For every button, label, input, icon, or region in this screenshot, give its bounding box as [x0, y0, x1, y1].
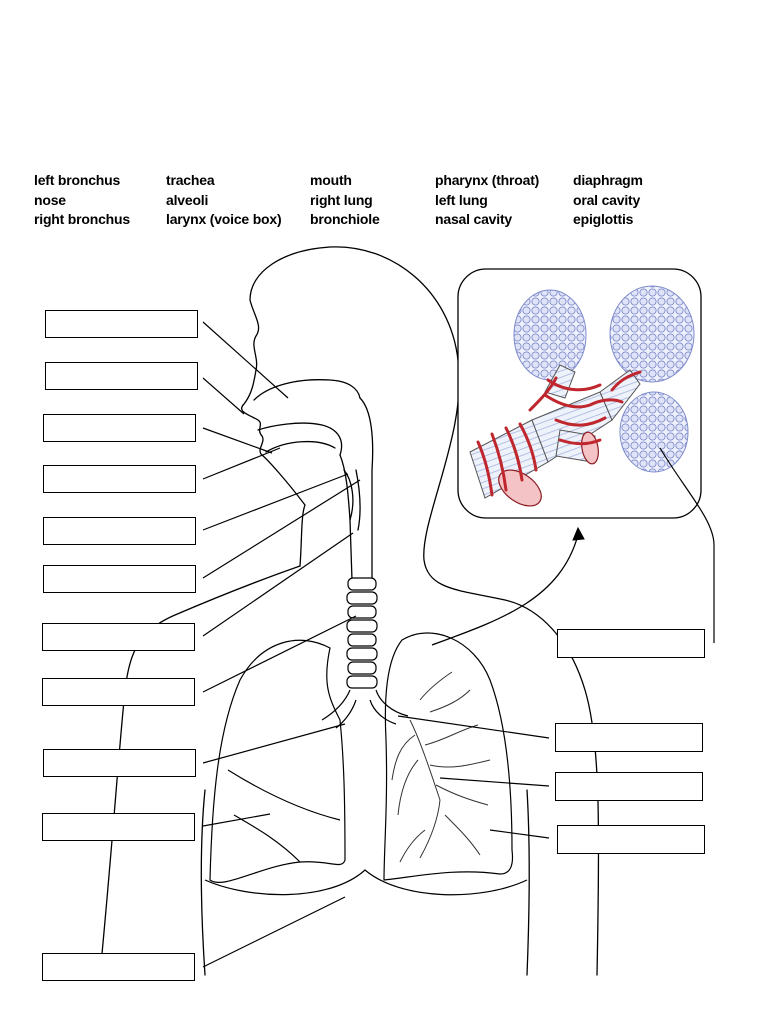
word-bank-column-2: trachea alveoli larynx (voice box)	[166, 171, 282, 230]
word-bank-term: left bronchus	[34, 172, 121, 188]
word-bank-term: nose	[34, 191, 66, 208]
word-bank-term: mouth	[310, 172, 352, 188]
pharynx-back-wall	[359, 397, 374, 581]
blood-vessels	[476, 370, 642, 497]
answer-box-14[interactable]	[555, 772, 703, 801]
word-bank-column-3: mouth right lung bronchiole	[310, 171, 380, 230]
leader-lines	[202, 321, 715, 968]
left-lung-outline	[383, 632, 514, 881]
word-bank-term: epiglottis	[573, 211, 634, 227]
oral-cavity-outline	[257, 422, 343, 456]
word-bank-term: bronchiole	[310, 211, 380, 227]
word-bank-term: right lung	[310, 191, 373, 208]
word-bank-term: right bronchus	[34, 211, 130, 227]
right-lung-fissure-2	[233, 814, 301, 863]
right-arm-inner	[526, 789, 530, 976]
answer-box-1[interactable]	[45, 310, 198, 338]
answer-box-9[interactable]	[43, 749, 196, 777]
epiglottis-shape-2	[355, 469, 361, 531]
answer-box-13[interactable]	[555, 723, 703, 752]
word-bank-column-4: pharynx (throat) left lung nasal cavity	[435, 171, 539, 230]
word-bank-term: alveoli	[166, 191, 209, 208]
word-bank-term: nasal cavity	[435, 211, 512, 227]
answer-box-11[interactable]	[42, 953, 195, 981]
word-bank-term: oral cavity	[573, 191, 641, 208]
alveoli-clusters	[513, 285, 695, 473]
answer-box-10[interactable]	[42, 813, 195, 841]
word-bank-term: larynx (voice box)	[166, 211, 282, 227]
answer-box-3[interactable]	[43, 414, 196, 442]
answer-box-6[interactable]	[43, 565, 196, 593]
inset-pointer-arrow	[431, 534, 579, 646]
answer-box-5[interactable]	[43, 517, 196, 545]
answer-box-4[interactable]	[43, 465, 196, 493]
answer-box-12[interactable]	[557, 629, 705, 658]
diaphragm-outline	[204, 869, 528, 896]
word-bank-term: left lung	[435, 191, 488, 208]
word-bank-term: trachea	[166, 172, 215, 188]
answer-box-7[interactable]	[42, 623, 195, 651]
answer-box-15[interactable]	[557, 825, 705, 854]
word-bank-term: diaphragm	[573, 172, 643, 188]
nasal-cavity-outline	[253, 379, 361, 401]
left-arm-inner	[200, 789, 206, 976]
left-shoulder-outline	[99, 565, 301, 976]
answer-box-2[interactable]	[45, 362, 198, 390]
word-bank: left bronchus nose right bronchus trache…	[0, 0, 768, 240]
answer-box-8[interactable]	[42, 678, 195, 706]
word-bank-term: pharynx (throat)	[435, 172, 540, 188]
right-lung-fissure	[227, 769, 341, 821]
head-outline	[241, 246, 600, 976]
right-lung-outline	[209, 639, 346, 884]
word-bank-column-1: left bronchus nose right bronchus	[34, 171, 130, 230]
bronchi-outline	[321, 689, 409, 729]
epiglottis-shape	[343, 469, 354, 521]
word-bank-column-5: diaphragm oral cavity epiglottis	[573, 171, 643, 230]
tongue-outline	[265, 440, 336, 453]
